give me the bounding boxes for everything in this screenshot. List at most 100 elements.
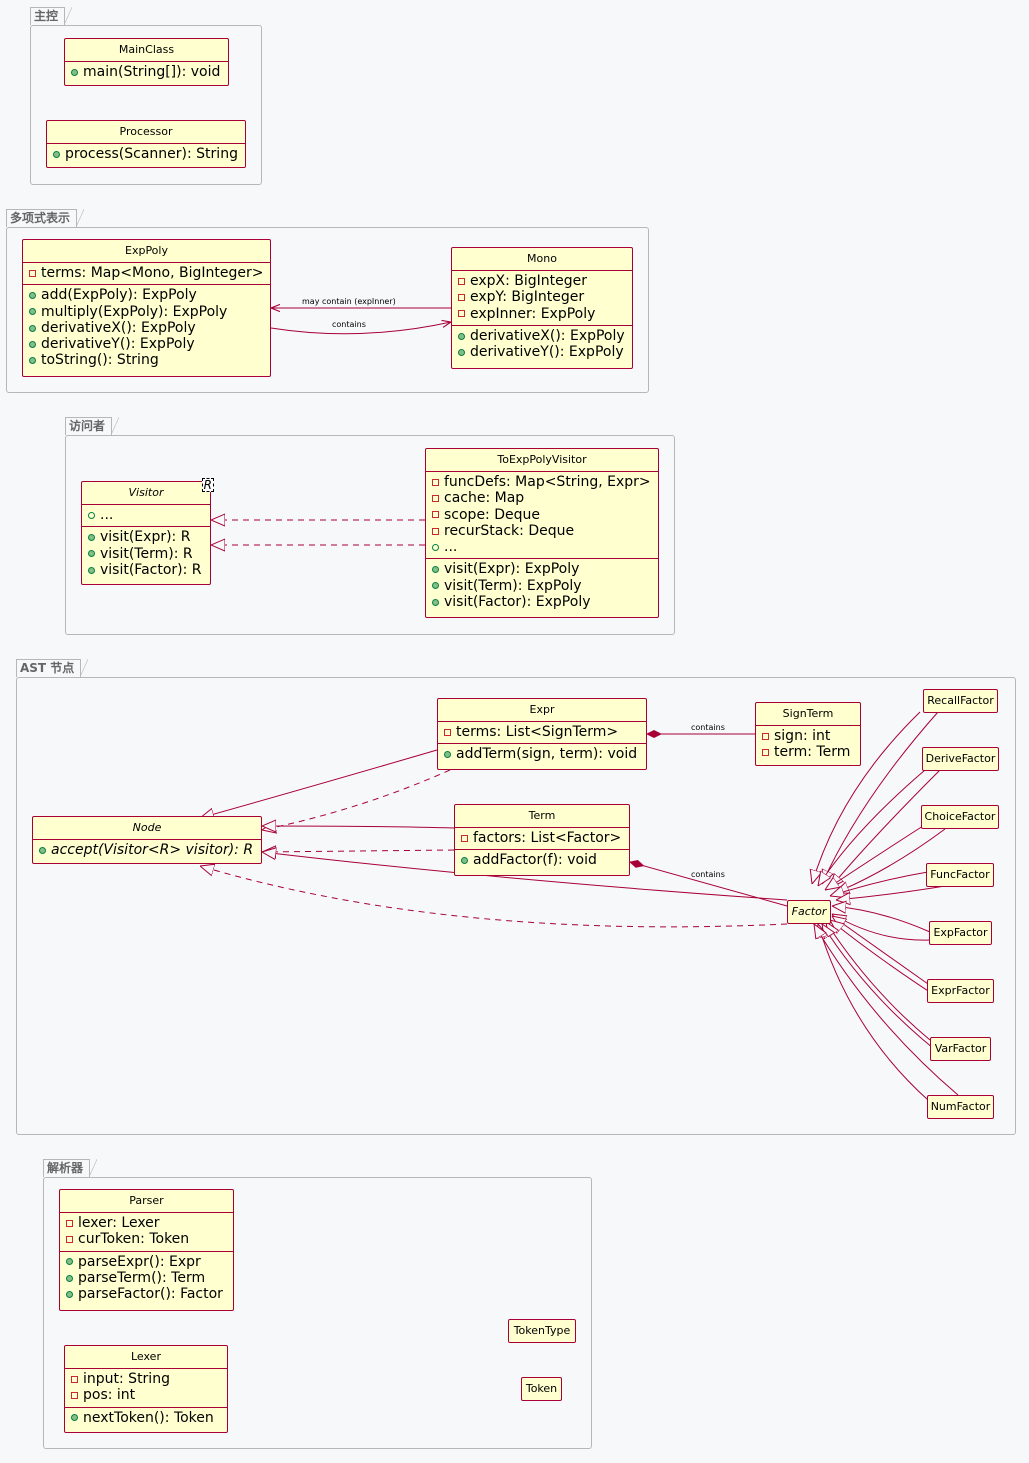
class-term[interactable]: Term factors: List<Factor> addFactor(f):… (454, 804, 630, 876)
class-name: ToExpPolyVisitor (497, 453, 587, 466)
class-visitor[interactable]: Visitor R ... visit(Expr): R visit(Term)… (81, 478, 214, 585)
edge-label-exppoly-to-mono: contains (332, 320, 366, 329)
fields-section: ... (82, 504, 210, 526)
class-expr[interactable]: Expr terms: List<SignTerm> addTerm(sign,… (437, 698, 647, 770)
class-factor[interactable]: Factor (787, 900, 831, 924)
fields-section: input: String pos: int (65, 1368, 227, 1407)
fields-section: expX: BigInteger expY: BigInteger expInn… (452, 270, 632, 325)
private-visibility-icon (29, 269, 36, 277)
class-name: DeriveFactor (925, 752, 996, 765)
class-lexer[interactable]: Lexer input: String pos: int nextToken()… (64, 1345, 228, 1433)
field: cache: Map (432, 490, 658, 506)
class-name: Mono (527, 252, 557, 265)
package-ast-tab: AST 节点 (16, 659, 89, 677)
field: factors: List<Factor> (461, 830, 629, 846)
class-recallfactor[interactable]: RecallFactor (923, 689, 998, 713)
field: expY: BigInteger (458, 289, 632, 305)
class-exprfactor[interactable]: ExprFactor (927, 979, 994, 1003)
private-visibility-icon (432, 527, 439, 535)
edge-expr-extends-node (200, 749, 438, 818)
class-name: RecallFactor (927, 694, 994, 707)
methods-section: process(Scanner): String (47, 143, 245, 165)
edge-funcfactor (830, 871, 929, 896)
class-name: NumFactor (930, 1100, 991, 1113)
class-name: ExpFactor (933, 926, 988, 939)
edge-label-term-factor: contains (691, 870, 725, 879)
private-visibility-icon (444, 728, 451, 736)
private-visibility-icon (458, 293, 465, 301)
class-mono[interactable]: Mono expX: BigInteger expY: BigInteger e… (451, 247, 633, 369)
private-visibility-icon (458, 310, 465, 318)
method: addFactor(f): void (461, 852, 629, 868)
class-derivefactor[interactable]: DeriveFactor (922, 747, 999, 771)
factor-subclass-edges (812, 711, 959, 1101)
field: recurStack: Deque (432, 523, 658, 539)
class-expfactor[interactable]: ExpFactor (929, 921, 992, 945)
public-visibility-icon (432, 598, 439, 606)
public-visibility-icon (29, 324, 36, 332)
public-visibility-icon (458, 332, 465, 340)
edge-exppoly-to-mono (270, 322, 451, 335)
class-name: Visitor (128, 486, 164, 499)
method: toString(): String (29, 352, 270, 368)
class-toexppolyvisitor[interactable]: ToExpPolyVisitor funcDefs: Map<String, E… (425, 448, 659, 618)
field: scope: Deque (432, 507, 658, 523)
public-visibility-icon (71, 68, 78, 76)
edge-term-extends-node (262, 826, 455, 828)
class-name: ChoiceFactor (924, 810, 996, 823)
class-varfactor[interactable]: VarFactor (930, 1037, 991, 1061)
class-name: SignTerm (782, 707, 834, 720)
class-exppoly[interactable]: ExpPoly terms: Map<Mono, BigInteger> add… (22, 239, 271, 377)
methods-section: visit(Expr): R visit(Term): R visit(Fact… (82, 526, 210, 581)
edge-varfactor-b (822, 924, 949, 1061)
package-main-tab: 主控 (30, 7, 73, 25)
method: derivativeY(): ExpPoly (29, 336, 270, 352)
public-visibility-icon (432, 582, 439, 590)
package-main (30, 25, 262, 185)
class-processor[interactable]: Processor process(Scanner): String (46, 120, 246, 168)
class-tokentype[interactable]: TokenType (508, 1319, 576, 1343)
private-visibility-icon (71, 1375, 78, 1383)
field: expX: BigInteger (458, 273, 632, 289)
methods-section: derivativeX(): ExpPoly derivativeY(): Ex… (452, 324, 632, 364)
class-name: VarFactor (934, 1042, 987, 1055)
methods-section: main(String[]): void (65, 61, 228, 83)
edge-expfactor-b (832, 914, 931, 941)
field: curToken: Token (66, 1231, 233, 1247)
class-name: Lexer (131, 1350, 161, 1363)
method: multiply(ExpPoly): ExpPoly (29, 304, 270, 320)
public-visibility-icon (39, 846, 46, 854)
class-name: FuncFactor (930, 868, 990, 881)
edge-numfactor-b (814, 924, 959, 1096)
edge-expfactor (832, 906, 931, 933)
private-visibility-icon (432, 494, 439, 502)
edge-varfactor (826, 922, 931, 1041)
methods-section: parseExpr(): Expr parseTerm(): Term pars… (60, 1250, 233, 1306)
class-name: MainClass (118, 43, 175, 56)
private-visibility-icon (458, 277, 465, 285)
field: input: String (71, 1371, 227, 1387)
class-node[interactable]: Node accept(Visitor<R> visitor): R (32, 816, 262, 864)
class-numfactor[interactable]: NumFactor (927, 1095, 994, 1119)
field: funcDefs: Map<String, Expr> (432, 474, 658, 490)
private-visibility-icon (66, 1219, 73, 1227)
class-parser[interactable]: Parser lexer: Lexer curToken: Token pars… (59, 1189, 234, 1311)
package-parser (43, 1177, 592, 1449)
field: expInner: ExpPoly (458, 306, 632, 322)
class-name: Processor (119, 125, 173, 138)
private-visibility-icon (66, 1235, 73, 1243)
public-visibility-icon (71, 1414, 78, 1422)
private-visibility-icon (762, 732, 769, 740)
private-visibility-icon (461, 834, 468, 842)
class-choicefactor[interactable]: ChoiceFactor (921, 805, 999, 829)
methods-section: nextToken(): Token (65, 1406, 227, 1429)
class-signterm[interactable]: SignTerm sign: int term: Term (755, 702, 861, 766)
class-name: ExprFactor (931, 984, 990, 997)
class-funcfactor[interactable]: FuncFactor (926, 863, 994, 887)
method: visit(Expr): R (88, 529, 210, 545)
field: ... (432, 539, 658, 555)
class-token[interactable]: Token (521, 1377, 562, 1401)
field: terms: Map<Mono, BigInteger> (29, 265, 270, 281)
class-mainclass[interactable]: MainClass main(String[]): void (64, 38, 229, 86)
public-visibility-icon (29, 308, 36, 316)
